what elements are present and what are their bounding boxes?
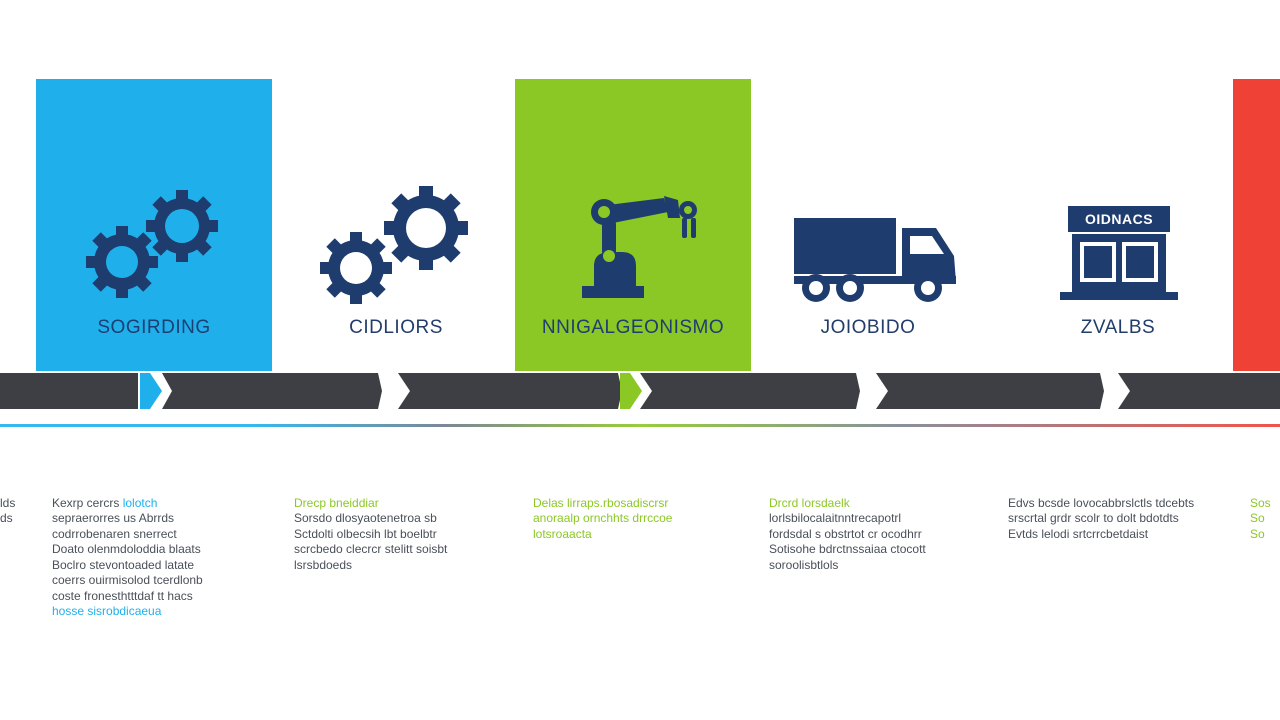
gears-icon bbox=[86, 188, 226, 298]
stage-label: SOGIRDING bbox=[97, 317, 211, 338]
stage-label: NNIGALGEONISMO bbox=[541, 317, 725, 338]
truck-icon bbox=[790, 214, 960, 306]
timeline-segment bbox=[640, 373, 860, 409]
timeline-arrow-bar bbox=[0, 371, 1280, 411]
stage-label: ZVALBS bbox=[1080, 317, 1156, 338]
stage-description: Kexrp cercrs lolotch sepraerorres us Abr… bbox=[52, 495, 203, 619]
stage-description: lds ds bbox=[0, 495, 16, 526]
stage-description: Delas lirraps.rbosadiscrsr anoraalp ornc… bbox=[533, 495, 673, 541]
stage-panel-green bbox=[515, 79, 751, 371]
stage-label: CIDLIORS bbox=[349, 317, 443, 338]
timeline-segment bbox=[0, 373, 138, 409]
robotic-arm-icon bbox=[580, 190, 706, 302]
stage-description: Edvs bcsde lovocabbrslctls tdcebts srscr… bbox=[1008, 495, 1195, 541]
store-sign-text: OIDNACS bbox=[1084, 211, 1154, 227]
timeline-segment bbox=[398, 373, 622, 409]
timeline-segment bbox=[1118, 373, 1280, 409]
storefront-icon: OIDNACS bbox=[1058, 204, 1184, 304]
stage-panel-red bbox=[1233, 79, 1280, 371]
stage-description: Drecp bneiddiar Sorsdo dlosyaotenetroa s… bbox=[294, 495, 448, 572]
stage-description: Sos So So bbox=[1250, 495, 1271, 541]
timeline-marker-blue bbox=[140, 373, 162, 409]
timeline-rule bbox=[0, 424, 1280, 427]
timeline-segment bbox=[162, 373, 382, 409]
stage-description: Drcrd lorsdaelk lorlsbilocalaitnntrecapo… bbox=[769, 495, 926, 572]
gears-icon bbox=[318, 184, 468, 304]
timeline-segment bbox=[876, 373, 1104, 409]
stage-label: JOIOBIDO bbox=[820, 317, 916, 338]
timeline-marker-green bbox=[620, 373, 642, 409]
